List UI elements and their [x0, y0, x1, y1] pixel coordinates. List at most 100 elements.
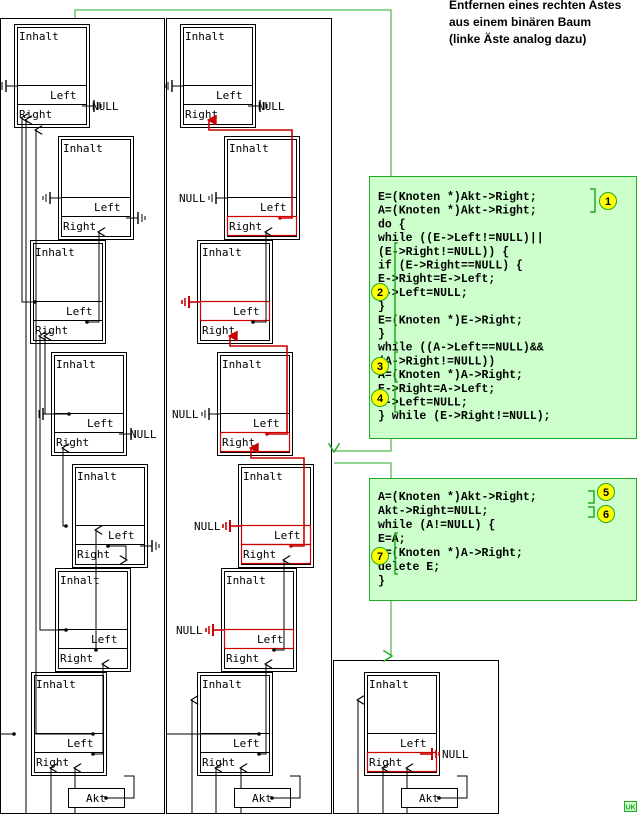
code-line: E->Left=NULL; — [378, 287, 468, 300]
code-line: A=(Knoten *)A->Right; — [378, 369, 523, 382]
svg-text:1: 1 — [605, 196, 611, 208]
akt-label: Akt — [252, 792, 272, 805]
null-label: NULL — [130, 428, 157, 441]
step-marker-1: 1 — [599, 192, 617, 210]
null-label: NULL — [179, 192, 206, 205]
node-right-label: Right — [229, 220, 262, 233]
code-line: A->Left=NULL; — [378, 397, 468, 410]
code-line: E=(Knoten *)Akt->Right; — [378, 191, 537, 204]
node-content-label: Inhalt — [369, 678, 409, 691]
null-ground-icon — [208, 192, 228, 204]
akt-pointer-box: Akt — [68, 775, 135, 808]
node-left-label: Left — [216, 89, 243, 102]
heading-line-2: aus einem binären Baum — [449, 15, 591, 29]
pointer-arrow — [259, 664, 266, 755]
code-brackets-2 — [394, 490, 595, 575]
connector-from-panel-2 — [334, 462, 392, 478]
code-brackets-1 — [394, 188, 596, 413]
code-line: do { — [378, 218, 406, 231]
null-ground-icon — [164, 80, 184, 92]
node-right-label: Right — [202, 324, 235, 337]
node-right-label: Right — [202, 756, 235, 769]
step-marker-4: 4 — [371, 389, 389, 407]
pointer-arrow — [45, 336, 69, 415]
heading-line-3: (linke Äste analog dazu) — [449, 31, 586, 46]
svg-text:5: 5 — [603, 487, 609, 499]
code-box-1 — [369, 176, 637, 439]
null-ground-icon — [42, 192, 62, 204]
step-marker-7: 7 — [371, 547, 389, 565]
pointer-arrow — [93, 664, 103, 755]
node-left-label: Left — [257, 633, 284, 646]
pointer-arrow — [206, 114, 293, 219]
node-content-label: Inhalt — [63, 142, 103, 155]
svg-text:7: 7 — [377, 551, 383, 563]
code-line: A=(Knoten *)Akt->Right; — [378, 205, 537, 218]
node-content-label: Inhalt — [77, 470, 117, 483]
null-ground-icon — [222, 520, 242, 532]
step-marker-6: 6 — [597, 505, 615, 523]
node-content-label: Inhalt — [243, 470, 283, 483]
node-left-label: Left — [233, 305, 260, 318]
heading-line-1: Entfernen eines rechten Astes — [449, 0, 622, 12]
node-content-label: Inhalt — [56, 358, 96, 371]
node-right-label: Right — [19, 108, 52, 121]
node-content-label: Inhalt — [202, 678, 242, 691]
null-ground-icon — [205, 624, 225, 636]
logo-text: UK — [625, 805, 635, 812]
connector-to-panel-2 — [334, 438, 392, 451]
code-line: Akt->Right=NULL; — [378, 505, 488, 518]
pointer-arrow — [227, 330, 288, 435]
node-content-label: Inhalt — [185, 30, 225, 43]
code-line: if (E->Right==NULL) { — [378, 260, 523, 273]
null-label: NULL — [92, 100, 119, 113]
node-left-label: Left — [66, 305, 93, 318]
null-label: NULL — [442, 748, 469, 761]
node-right-label: Right — [56, 436, 89, 449]
node-left-label: Left — [91, 633, 118, 646]
pointer-arrow — [274, 560, 284, 651]
pointer-arrow — [108, 545, 126, 560]
svg-text:6: 6 — [603, 509, 609, 521]
node-left-label: Left — [67, 737, 94, 750]
code-line: delete E; — [378, 561, 440, 574]
node-right-label: Right — [222, 436, 255, 449]
svg-text:4: 4 — [377, 393, 384, 405]
akt-pointer-box: Akt — [234, 775, 301, 808]
node-right-label: Right — [35, 324, 68, 337]
code-line: } — [378, 328, 385, 341]
node-content-label: Inhalt — [229, 142, 269, 155]
step-marker-5: 5 — [597, 483, 615, 501]
svg-text:3: 3 — [377, 361, 383, 373]
code-line: } while (E->Right!=NULL); — [378, 410, 551, 423]
pointer-arrow — [253, 232, 266, 323]
node-left-label: Left — [233, 737, 260, 750]
code-line: while (A!=NULL) { — [378, 519, 495, 532]
null-ground-icon — [126, 212, 146, 224]
pointer-arrow — [87, 232, 99, 323]
step-marker-3: 3 — [371, 357, 389, 375]
node-content-label: Inhalt — [36, 678, 76, 691]
code-box-2 — [369, 478, 637, 601]
node-left-label: Left — [253, 417, 280, 430]
node-content-label: Inhalt — [19, 30, 59, 43]
pointer-arrow — [40, 336, 66, 631]
tree-initial: InhaltLeftRightInhaltLeftRightInhaltLeft… — [0, 24, 160, 813]
node-right-label: Right — [77, 548, 110, 561]
node-right-label: Right — [226, 652, 259, 665]
akt-pointer-box: Akt — [401, 775, 468, 808]
code-line: E=(Knoten *)E->Right; — [378, 314, 523, 327]
null-label: NULL — [194, 520, 221, 533]
null-ground-icon — [82, 100, 102, 112]
